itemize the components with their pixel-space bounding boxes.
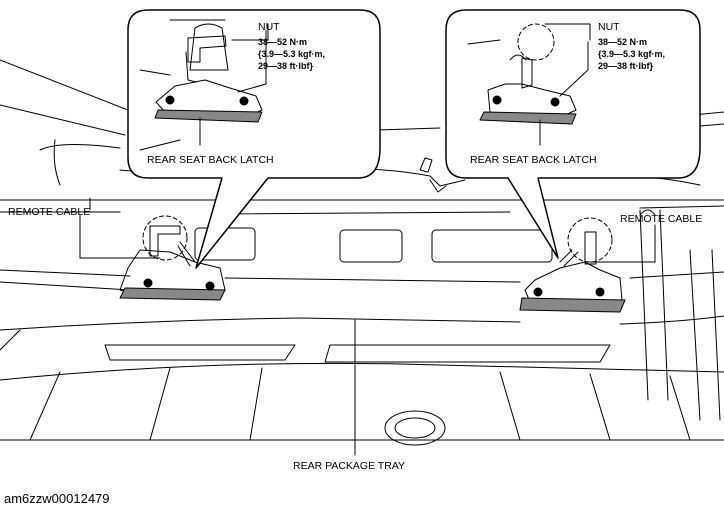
left-callout-balloon	[127, 9, 381, 269]
right-callout-latch-drawing	[467, 23, 591, 146]
right-nut-label: NUT	[598, 21, 620, 33]
right-latch-mount	[519, 217, 626, 313]
right-torque-line-1: 38—52 N·m	[598, 37, 647, 47]
left-latch-label: REAR SEAT BACK LATCH	[147, 154, 274, 166]
vehicle-body-outline	[0, 59, 724, 441]
right-remote-cable-label: REMOTE CABLE	[620, 213, 702, 225]
right-torque-line-2: {3.9—5.3 kgf·m,	[598, 49, 665, 59]
left-nut-label: NUT	[258, 21, 280, 33]
tray-openings	[104, 227, 611, 446]
remote-cable-leaders	[79, 197, 656, 263]
right-callout-balloon	[445, 9, 701, 259]
left-remote-cable-label: REMOTE CABLE	[8, 206, 90, 218]
left-torque-line-2: {3.9—5.3 kgf·m,	[258, 49, 325, 59]
left-torque-line-3: 29—38 ft·lbf}	[258, 61, 314, 71]
image-code: am6zzw00012479	[4, 491, 110, 506]
right-torque-line-3: 29—38 ft·lbf}	[598, 61, 654, 71]
rear-package-tray-label: REAR PACKAGE TRAY	[293, 460, 405, 472]
body-bracket	[419, 157, 447, 193]
left-latch-mount	[119, 215, 226, 301]
right-latch-label: REAR SEAT BACK LATCH	[470, 154, 597, 166]
left-callout-latch-drawing	[139, 19, 269, 151]
left-torque-line-1: 38—52 N·m	[258, 37, 307, 47]
